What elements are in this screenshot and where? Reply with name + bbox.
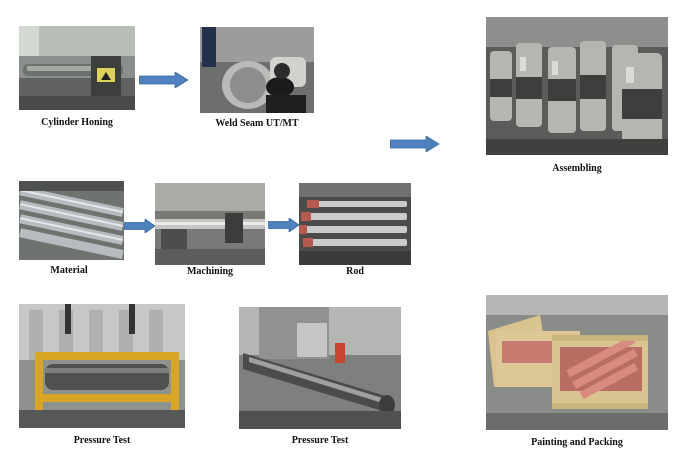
pressure-test-2-caption: Pressure Test (291, 435, 349, 446)
rod-photo (299, 183, 411, 265)
assembling-caption: Assembling (552, 163, 602, 174)
pressure-test-1-caption: Pressure Test (73, 435, 131, 446)
machining-photo (155, 183, 265, 265)
pressure-test-1-photo (19, 304, 185, 428)
assembling-photo (486, 17, 668, 155)
machining-caption: Machining (186, 266, 234, 277)
cylinder-honing-caption: Cylinder Honing (41, 117, 113, 128)
right-arrow-icon (268, 218, 300, 232)
painting-packing-photo (486, 295, 668, 430)
right-arrow-icon (390, 136, 440, 152)
right-arrow-icon (139, 72, 189, 88)
material-photo (19, 181, 124, 260)
painting-packing-caption: Painting and Packing (531, 437, 623, 448)
pressure-test-2-photo (239, 307, 401, 429)
material-caption: Material (50, 265, 88, 276)
cylinder-honing-photo (19, 26, 135, 110)
weld-seam-photo (200, 27, 314, 113)
rod-caption: Rod (346, 266, 364, 277)
weld-seam-caption: Weld Seam UT/MT (215, 118, 299, 129)
right-arrow-icon (124, 219, 156, 233)
